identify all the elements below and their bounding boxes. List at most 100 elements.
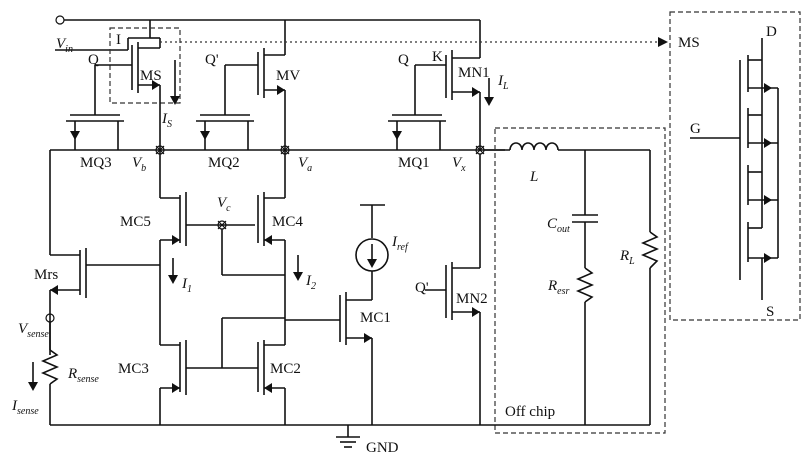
label-mc4: MC4 (272, 214, 303, 230)
svg-text:Rsense: Rsense (67, 366, 99, 385)
mc3-transistor (159, 317, 285, 425)
ms-reference-arrow (160, 37, 668, 47)
svg-text:Cout: Cout (547, 216, 570, 235)
label-vc-sub: c (226, 203, 231, 214)
label-rl: R (619, 248, 629, 264)
ms-transistor (94, 27, 181, 150)
mc2-transistor (257, 320, 286, 425)
label-cout-sub: out (557, 224, 570, 235)
label-mv: MV (276, 68, 300, 84)
label-off-chip: Off chip (505, 404, 555, 420)
label-k: K (432, 49, 443, 65)
mq2-transistor (196, 114, 254, 150)
label-q1: Q (398, 52, 409, 68)
label-is: I (161, 111, 168, 127)
label-rl-sub: L (628, 256, 635, 267)
label-vx: V (452, 155, 463, 171)
svg-text:Vc: Vc (217, 195, 231, 214)
svg-text:IS: IS (161, 111, 172, 130)
label-vc: V (217, 195, 228, 211)
supply-rail (55, 15, 481, 40)
label-iref-sub: ref (397, 242, 409, 253)
label-mrs: Mrs (34, 267, 58, 283)
label-cout: C (547, 216, 558, 232)
svg-text:Vx: Vx (452, 155, 466, 174)
mq1-transistor (388, 114, 446, 150)
label-vsense: V (18, 321, 29, 337)
labels: Vin Q I MS IS Q' MV Q K MN1 IL MS MQ3 MQ… (11, 24, 777, 456)
label-va: V (298, 155, 309, 171)
label-isense-sub: sense (17, 406, 39, 417)
label-i1: I (181, 276, 188, 292)
label-i-top: I (116, 32, 121, 48)
i1-arrow (168, 258, 178, 284)
iref-source (355, 204, 389, 300)
rsense-resistor (40, 313, 60, 425)
label-s: S (766, 304, 774, 320)
label-il: I (497, 73, 504, 89)
middle-bus (49, 145, 505, 255)
ms-detail-box (669, 11, 801, 321)
label-iref: I (391, 234, 398, 250)
label-i2-sub: 2 (311, 281, 316, 292)
label-mq3: MQ3 (80, 155, 112, 171)
cout-capacitor (572, 150, 598, 268)
label-q-prime-mv: Q' (205, 52, 219, 68)
mv-transistor (224, 38, 286, 150)
label-g: G (690, 121, 701, 137)
label-d: D (766, 24, 777, 40)
label-resr: R (547, 278, 557, 294)
label-resr-sub: esr (557, 286, 569, 297)
mrs-transistor (49, 248, 160, 355)
off-chip-box (494, 127, 666, 434)
label-i1-sub: 1 (187, 284, 192, 295)
label-mc5: MC5 (120, 214, 151, 230)
ground-bus (50, 424, 650, 448)
label-q-prime-mn2: Q' (415, 280, 429, 296)
label-vb: V (132, 155, 143, 171)
svg-text:Resr: Resr (547, 278, 570, 297)
label-vb-sub: b (141, 163, 146, 174)
inductor-l (484, 142, 650, 151)
mc5-transistor (159, 150, 255, 345)
label-ms-right: MS (678, 35, 700, 51)
svg-text:Iref: Iref (391, 234, 409, 253)
label-mq1: MQ1 (398, 155, 430, 171)
label-gnd: GND (366, 440, 399, 456)
label-vin: V (56, 36, 67, 52)
svg-text:I1: I1 (181, 276, 192, 295)
mc4-transistor (217, 150, 286, 320)
mn1-transistor (414, 40, 494, 150)
mn2-transistor (425, 154, 481, 425)
label-il-sub: L (502, 81, 509, 92)
label-rsense-sub: sense (77, 374, 99, 385)
vin-input (55, 37, 150, 51)
svg-text:I2: I2 (305, 273, 316, 292)
label-mc1: MC1 (360, 310, 391, 326)
svg-text:IL: IL (497, 73, 509, 92)
label-mq2: MQ2 (208, 155, 240, 171)
svg-text:RL: RL (619, 248, 635, 267)
label-is-sub: S (167, 119, 172, 130)
label-mn1: MN1 (458, 65, 490, 81)
label-mn2: MN2 (456, 291, 488, 307)
svg-text:Va: Va (298, 155, 312, 174)
rl-resistor (640, 150, 660, 425)
label-isense: I (11, 398, 18, 414)
resr-resistor (575, 267, 595, 425)
svg-text:Vb: Vb (132, 155, 146, 174)
isense-arrow (28, 362, 38, 391)
label-vx-sub: x (460, 163, 466, 174)
label-i2: I (305, 273, 312, 289)
label-mc3: MC3 (118, 361, 149, 377)
mq3-transistor (66, 114, 124, 150)
label-ms: MS (140, 68, 162, 84)
i2-arrow (293, 255, 303, 281)
mc1-transistor (285, 292, 373, 425)
label-q-ms: Q (88, 52, 99, 68)
label-mc2: MC2 (270, 361, 301, 377)
svg-text:Isense: Isense (11, 398, 39, 417)
label-vsense-sub: sense (27, 329, 49, 340)
label-rsense: R (67, 366, 77, 382)
